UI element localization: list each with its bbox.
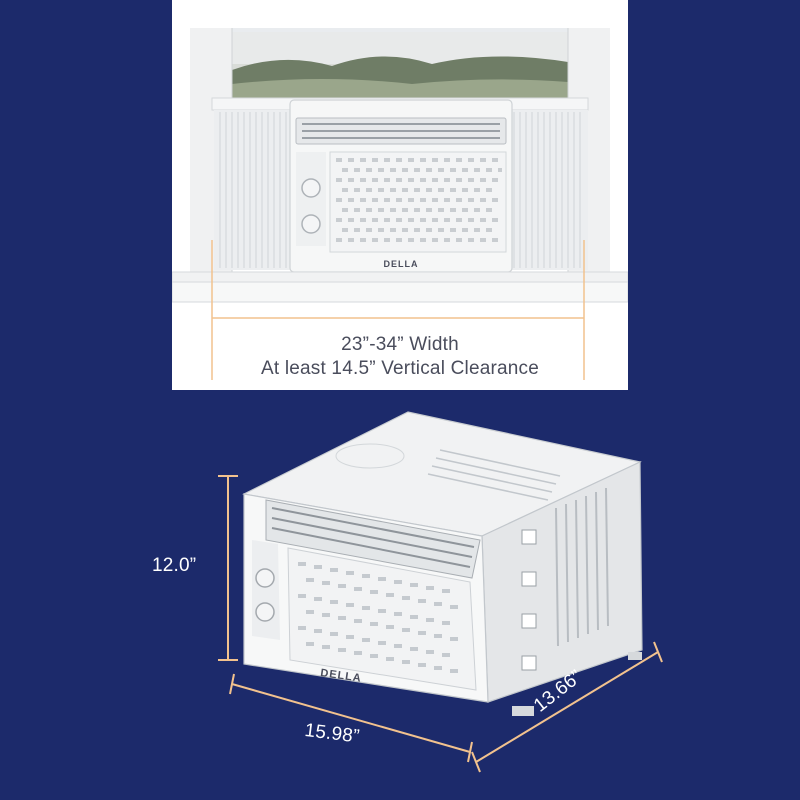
brand-logo-isometric: DELLA <box>320 667 363 685</box>
dimension-lines <box>218 475 663 773</box>
window-install-illustration: DELLA <box>171 28 629 380</box>
window-install-panel: DELLA 23”-34” Width At least 14.5” Verti… <box>171 0 629 390</box>
thermostat-knob-icon <box>255 602 275 622</box>
ac-unit-isometric-view: DELLA <box>242 411 643 716</box>
mode-knob-icon <box>255 568 275 588</box>
brand-logo-front: DELLA <box>384 259 419 269</box>
width-measure-line <box>211 240 585 380</box>
height-dimension-label: 12.0” <box>152 555 197 576</box>
mode-knob-icon <box>301 178 321 198</box>
vertical-clearance-text: At least 14.5” Vertical Clearance <box>260 358 540 379</box>
ac-unit-front-view: DELLA <box>289 99 513 273</box>
thermostat-knob-icon <box>301 214 321 234</box>
left-accordion-panel <box>214 110 294 270</box>
window-width-text: 23”-34” Width <box>341 334 459 355</box>
right-accordion-panel <box>508 110 588 270</box>
